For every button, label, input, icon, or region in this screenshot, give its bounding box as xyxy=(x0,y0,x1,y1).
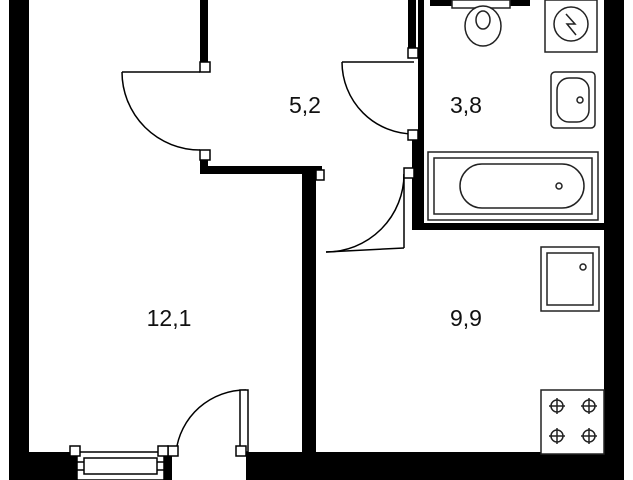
outer-wall-bottom-left xyxy=(9,452,77,480)
burner-1 xyxy=(549,398,565,414)
door-jambs xyxy=(69,47,419,457)
door-room xyxy=(121,71,201,151)
burner-4 xyxy=(581,428,597,444)
bathtub-icon xyxy=(427,151,599,221)
room-area-label: 12,1 xyxy=(147,305,192,331)
room-kitchen-wall xyxy=(302,166,316,452)
outer-wall-left xyxy=(9,0,29,480)
stove-icon xyxy=(540,389,605,455)
bathroom-wall-left-lower xyxy=(412,140,424,230)
bathroom-wall-bottom xyxy=(412,223,624,230)
doors xyxy=(121,61,415,453)
washing-machine-icon xyxy=(544,0,598,53)
outer-wall-right xyxy=(604,0,624,480)
outer-wall-bottom-mid xyxy=(164,452,172,480)
hall-wall-right-upper xyxy=(408,0,416,50)
toilet-icon xyxy=(451,0,511,47)
hall-wall-bottom xyxy=(200,166,322,174)
walls xyxy=(9,0,624,480)
bathroom-wall-left xyxy=(418,0,424,150)
burner-2 xyxy=(581,398,597,414)
kitchen-sink-icon xyxy=(540,246,600,312)
hall-area-label: 5,2 xyxy=(289,92,321,118)
kitchen-area-label: 9,9 xyxy=(450,305,482,331)
hall-wall-left-lower xyxy=(200,152,208,174)
bathroom-area-label: 3,8 xyxy=(450,92,482,118)
window xyxy=(76,451,165,480)
outer-wall-bottom-right xyxy=(246,452,624,480)
burner-3 xyxy=(549,428,565,444)
door-balcony xyxy=(175,389,249,453)
sink-icon xyxy=(550,71,596,129)
hall-wall-left-upper xyxy=(200,0,208,70)
door-bathroom xyxy=(341,61,415,135)
door-kitchen xyxy=(325,173,405,253)
